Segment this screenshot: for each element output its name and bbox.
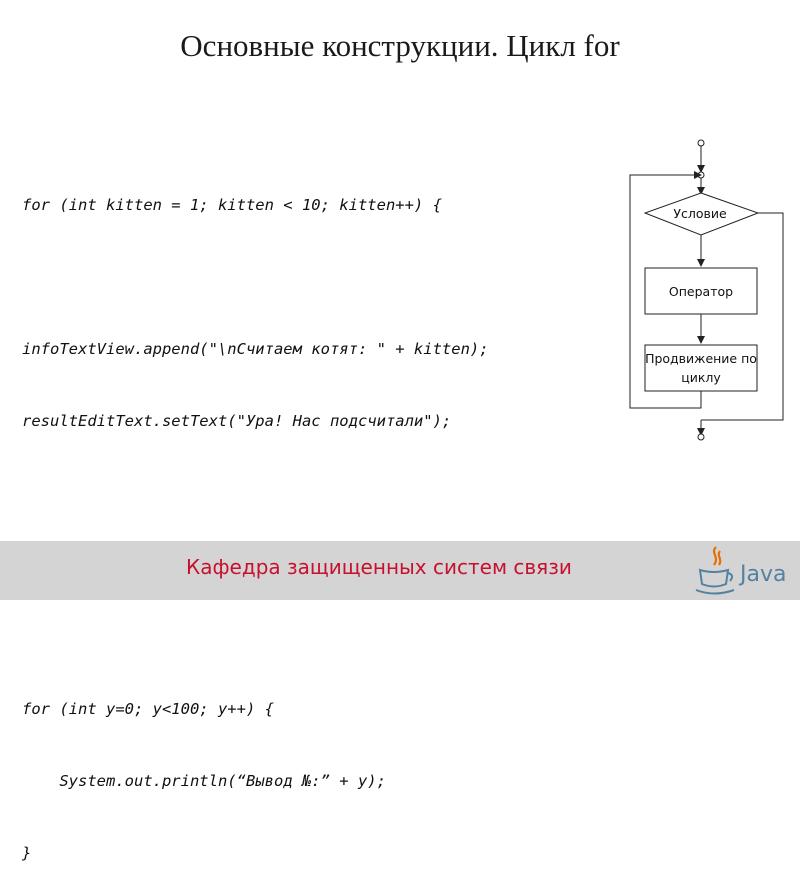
advance-label-line1: Продвижение по <box>645 351 757 366</box>
department-name: Кафедра защищенных систем связи <box>186 555 572 579</box>
condition-label: Условие <box>673 206 727 221</box>
code-line: } <box>22 844 32 862</box>
java-logo-icon: Java <box>695 546 786 595</box>
code-line: infoTextView.append("\nСчитаем котят: " … <box>22 340 489 358</box>
loop-back-line <box>629 171 702 409</box>
operator-box <box>644 267 758 315</box>
code-block: for (int kitten = 1; kitten < 10; kitten… <box>22 145 489 889</box>
code-line: System.out.println(“Вывод №:” + y); <box>22 772 386 790</box>
advance-label-line2: циклу <box>681 370 721 385</box>
code-line: for (int y=0; y<100; y++) { <box>22 700 274 718</box>
merge-connector <box>697 171 705 179</box>
exit-line <box>701 212 784 421</box>
entry-connector <box>697 139 705 147</box>
advance-box <box>644 344 758 392</box>
code-line: for (int kitten = 1; kitten < 10; kitten… <box>22 196 442 214</box>
code-blank-line <box>22 265 489 289</box>
code-blank-line <box>22 625 489 649</box>
java-logo-text: Java <box>738 562 786 587</box>
operator-label: Оператор <box>669 284 733 299</box>
footer-bar: Кафедра защищенных систем связи Java <box>0 541 800 600</box>
slide-title: Основные конструкции. Цикл for <box>180 28 620 63</box>
for-loop-flowchart: Условие Оператор Продвижение по циклу <box>629 139 784 441</box>
exit-connector <box>697 433 705 441</box>
code-line: resultEditText.setText("Ура! Нас подсчит… <box>22 412 452 430</box>
code-blank-line <box>22 481 489 505</box>
